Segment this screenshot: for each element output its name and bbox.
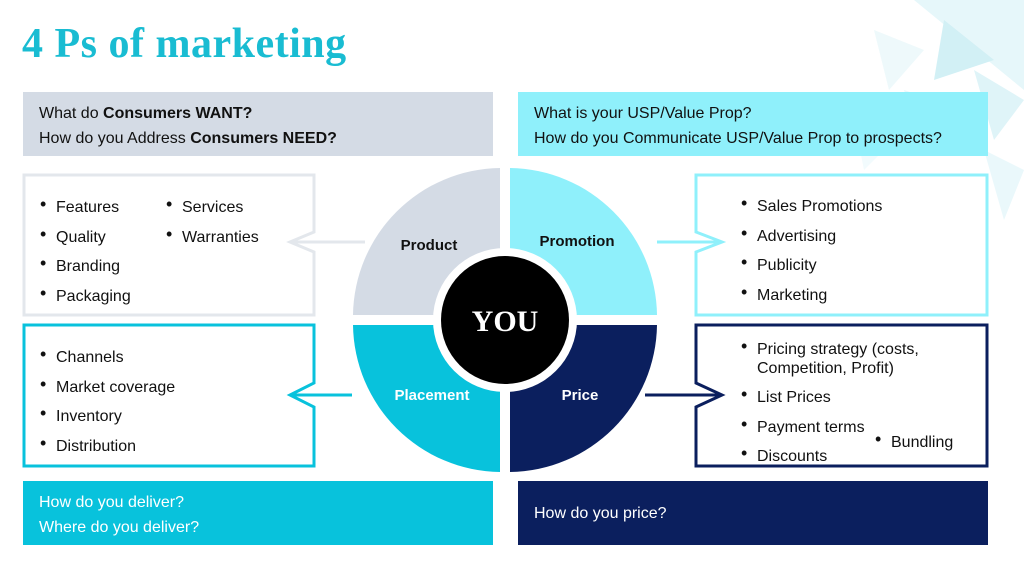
- you-circle: [441, 256, 569, 384]
- product-label: Product: [401, 237, 458, 254]
- price-list: Pricing strategy (costs, Competition, Pr…: [739, 337, 939, 477]
- list-item: List Prices: [739, 385, 939, 418]
- price-list-extra: Bundling: [873, 430, 953, 463]
- list-item: Advertising: [739, 224, 882, 257]
- promotion-list: Sales Promotions Advertising Publicity M…: [739, 194, 882, 316]
- list-item: Branding: [38, 254, 131, 287]
- list-item: Services: [164, 195, 259, 228]
- list-item: Distribution: [38, 434, 175, 467]
- placement-label: Placement: [394, 387, 469, 404]
- page-title: 4 Ps of marketing: [22, 21, 347, 67]
- promotion-questions: What is your USP/Value Prop? How do you …: [518, 92, 988, 156]
- list-item: Packaging: [38, 284, 131, 317]
- you-label: YOU: [472, 305, 539, 338]
- list-item: Marketing: [739, 283, 882, 316]
- price-questions: How do you price?: [518, 481, 988, 545]
- placement-list: Channels Market coverage Inventory Distr…: [38, 345, 175, 467]
- list-item: Pricing strategy (costs, Competition, Pr…: [739, 337, 939, 388]
- placement-questions: How do you deliver? Where do you deliver…: [23, 481, 493, 545]
- list-item: Features: [38, 195, 131, 228]
- list-item: Channels: [38, 345, 175, 378]
- list-item: Payment terms: [739, 415, 939, 448]
- product-list-2: Services Warranties: [164, 195, 259, 258]
- list-item: Sales Promotions: [739, 194, 882, 227]
- price-label: Price: [562, 387, 599, 404]
- list-item: Market coverage: [38, 375, 175, 408]
- list-item: Publicity: [739, 253, 882, 286]
- list-item: Warranties: [164, 225, 259, 258]
- list-item: Quality: [38, 225, 131, 258]
- promotion-label: Promotion: [540, 233, 615, 250]
- list-item: Inventory: [38, 404, 175, 437]
- list-item: Bundling: [873, 430, 953, 463]
- product-list-1: Features Quality Branding Packaging: [38, 195, 131, 317]
- list-item: Discounts: [739, 444, 939, 477]
- product-questions: What do Consumers WANT? How do you Addre…: [23, 92, 493, 156]
